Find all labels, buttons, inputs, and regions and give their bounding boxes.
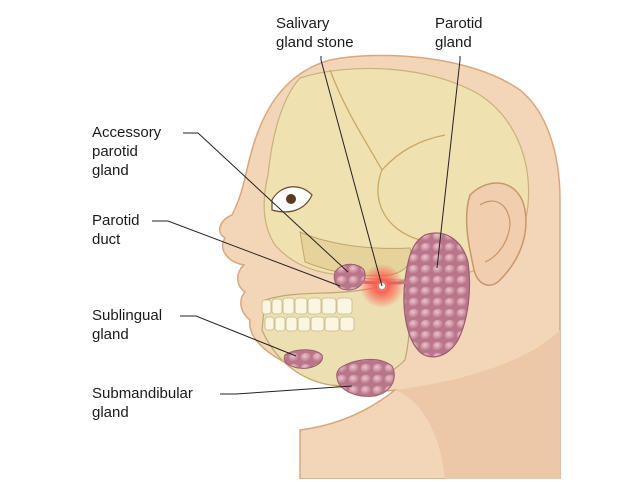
leader-lines (152, 56, 461, 395)
sublingual-gland-shape (283, 349, 323, 369)
label-parotid-gland: Parotid gland (435, 14, 483, 52)
label-submandibular-line2: gland (92, 404, 129, 421)
label-accessory-line3: gland (92, 162, 129, 179)
label-parotid-duct-line2: duct (92, 231, 121, 248)
leader-sublingual (180, 315, 297, 357)
label-salivary-line2: gland stone (276, 34, 354, 51)
label-parotid-duct-line1: Parotid (92, 212, 140, 229)
label-submandibular-line1: Submandibular (92, 385, 193, 402)
label-sublingual-line1: Sublingual (92, 307, 163, 324)
leader-parotid-duct (152, 220, 341, 287)
submandibular-gland-shape (336, 359, 395, 397)
label-parotid-gland-line1: Parotid (435, 15, 483, 32)
label-parotid-duct: Parotid duct (92, 211, 140, 249)
label-salivary-line1: Salivary (276, 15, 330, 32)
teeth (261, 297, 355, 332)
label-parotid-gland-line2: gland (435, 34, 472, 51)
leader-parotid-gland (436, 56, 461, 269)
label-accessory-line2: parotid (92, 143, 138, 160)
label-accessory-line1: Accessory (92, 124, 162, 141)
label-accessory-parotid-gland: Accessory parotid gland (92, 123, 161, 180)
leader-salivary-stone (320, 56, 383, 287)
label-sublingual-line2: gland (92, 326, 129, 343)
label-salivary-gland-stone: Salivary gland stone (276, 14, 354, 52)
label-sublingual-gland: Sublingual gland (92, 306, 162, 344)
label-submandibular-gland: Submandibular gland (92, 384, 193, 422)
leader-accessory-parotid (183, 132, 349, 273)
ear (465, 182, 527, 286)
parotid-gland-shape (403, 232, 471, 358)
leader-submandibular (220, 385, 353, 395)
